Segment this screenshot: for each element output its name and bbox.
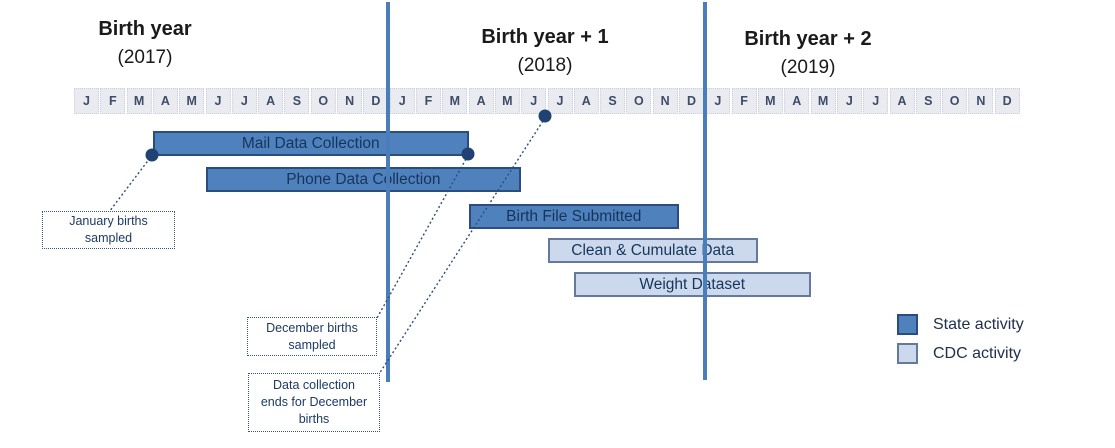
legend-label: State activity [933, 315, 1024, 333]
callout-line: Data collection [273, 378, 355, 392]
month-cell: J [547, 88, 573, 114]
month-cell: A [784, 88, 810, 114]
month-cell: J [231, 88, 257, 114]
month-cell: D [679, 88, 704, 114]
month-cell: F [100, 88, 126, 114]
month-cell: D [994, 88, 1020, 114]
timeline-bar-birth-file-submitted: Birth File Submitted [468, 204, 679, 229]
month-cell: N [968, 88, 994, 114]
legend-item-cdc: CDC activity [897, 343, 1024, 364]
month-cell: O [942, 88, 968, 114]
month-cell: M [494, 88, 520, 114]
month-cell: M [810, 88, 836, 114]
month-cell: J [836, 88, 862, 114]
month-cell: F [416, 88, 441, 114]
year-header-title: Birth year + 1 [481, 26, 609, 48]
year-divider-line [386, 2, 390, 382]
year-header-title: Birth year [98, 18, 192, 40]
connector-line-january-sampled [108, 157, 151, 213]
month-cell: M [126, 88, 152, 114]
month-cell: J [521, 88, 547, 114]
year-header-2019: Birth year + 2 (2019) [698, 25, 918, 81]
year-divider-line [703, 2, 707, 380]
cdc-activity-swatch [897, 343, 918, 364]
month-cell: M [442, 88, 468, 114]
state-activity-swatch [897, 314, 918, 335]
month-cell: A [889, 88, 915, 114]
year-header-year: (2018) [517, 55, 573, 76]
month-cell: M [179, 88, 205, 114]
month-cell: O [310, 88, 336, 114]
timeline-bar-clean-cumulate-data: Clean & Cumulate Data [547, 238, 758, 263]
year-header-2018: Birth year + 1 (2018) [435, 23, 655, 79]
month-cell: D [363, 88, 389, 114]
callout-data-collection-ends: Data collection ends for December births [248, 373, 380, 432]
month-cell: J [863, 88, 889, 114]
month-cell: S [600, 88, 626, 114]
month-cell: F [731, 88, 757, 114]
month-cell: S [284, 88, 310, 114]
month-cell: A [258, 88, 284, 114]
month-cell: J [74, 88, 99, 114]
year-header-2017: Birth year (2017) [35, 15, 255, 71]
month-cell: J [705, 88, 731, 114]
legend-item-state: State activity [897, 314, 1024, 335]
connector-line-collection-ends [378, 120, 544, 375]
timeline-bar-phone-data-collection: Phone Data Collection [205, 167, 522, 192]
month-cell: A [152, 88, 178, 114]
timeline-bar-weight-dataset: Weight Dataset [573, 272, 811, 297]
callout-line: January births [69, 214, 148, 228]
callout-line: sampled [288, 337, 336, 352]
month-cell: N [652, 88, 678, 114]
month-cell: A [468, 88, 494, 114]
month-cell: N [337, 88, 363, 114]
callout-december-births-sampled: December births sampled [247, 317, 377, 356]
month-cell: O [626, 88, 652, 114]
month-cell: M [757, 88, 783, 114]
callout-line: sampled [84, 231, 133, 245]
callout-line: December births [266, 320, 358, 335]
legend-label: CDC activity [933, 344, 1022, 362]
month-cell: A [573, 88, 599, 114]
year-header-year: (2019) [780, 57, 836, 78]
month-cell: S [915, 88, 941, 114]
legend: State activity CDC activity [897, 314, 1024, 372]
callout-january-births-sampled: January births sampled [42, 211, 175, 249]
callout-line: births [298, 412, 330, 426]
year-header-title: Birth year + 2 [744, 28, 872, 50]
callout-line: ends for December [260, 395, 368, 409]
month-cell: J [205, 88, 231, 114]
timeline-bar-mail-data-collection: Mail Data Collection [152, 131, 469, 156]
month-cell: J [389, 88, 415, 114]
year-header-year: (2017) [117, 47, 173, 68]
